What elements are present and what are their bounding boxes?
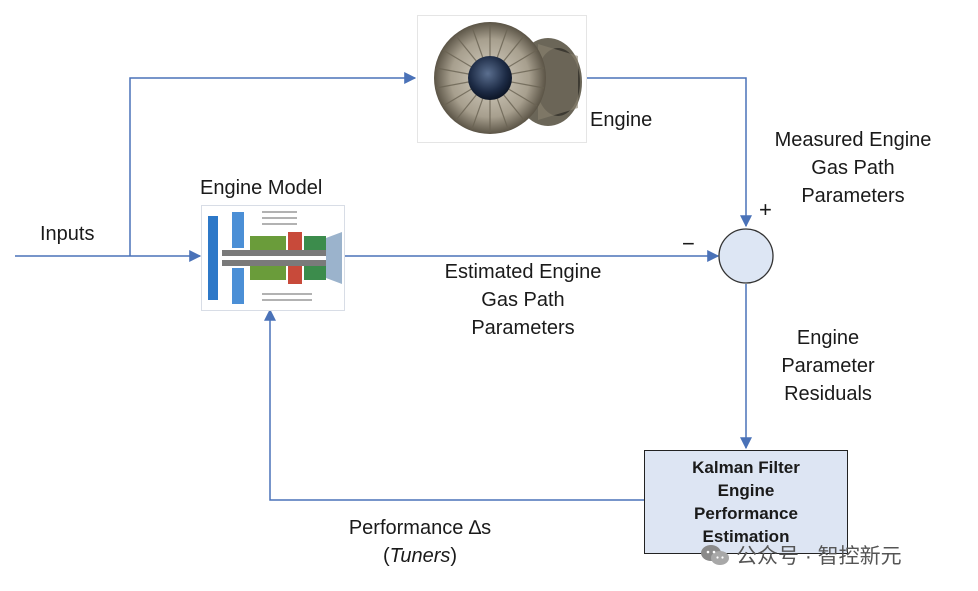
kalman-line-4: Estimation — [702, 527, 790, 546]
estimated-line-2: Gas Path — [481, 289, 565, 311]
kalman-line-2: Engine — [717, 481, 775, 500]
plus-sign: + — [759, 197, 772, 222]
tuners-label: Tuners — [389, 545, 451, 567]
kalman-to-model-arrow — [264, 308, 644, 501]
measured-line-2: Gas Path — [811, 157, 895, 179]
inputs-to-engine-arrow — [129, 72, 417, 256]
residuals-line-1: Engine — [796, 327, 860, 349]
performance-label: Performance ∆s (Tuners) — [330, 514, 510, 570]
wechat-icon — [701, 545, 729, 565]
watermark-text: 公众号 · 智控新元 — [736, 545, 902, 568]
estimated-parameters-label: Estimated Engine Gas Path Parameters — [418, 258, 628, 342]
watermark: 公众号 · 智控新元 — [700, 540, 902, 570]
engine-model-image — [201, 205, 345, 311]
estimated-line-1: Estimated Engine — [444, 261, 602, 283]
performance-line-2: (Tuners) — [382, 545, 458, 567]
measured-parameters-label: Measured Engine Gas Path Parameters — [758, 126, 948, 210]
minus-sign: − — [682, 231, 695, 256]
summing-junction — [718, 228, 774, 284]
performance-line-1: Performance ∆s — [348, 517, 492, 539]
residuals-line-2: Parameter — [781, 355, 875, 377]
engine-image — [417, 15, 587, 143]
inputs-label: Inputs — [40, 223, 95, 245]
residuals-label: Engine Parameter Residuals — [758, 324, 898, 408]
measured-line-3: Parameters — [801, 185, 905, 207]
kalman-line-1: Kalman Filter — [692, 458, 800, 477]
measured-line-1: Measured Engine — [774, 129, 932, 151]
engine-model-label: Engine Model — [200, 177, 323, 199]
engine-to-junction-arrow — [586, 77, 752, 228]
residuals-line-3: Residuals — [784, 383, 872, 405]
engine-schematic-icon — [202, 206, 344, 310]
kalman-filter-box: Kalman Filter Engine Performance Estimat… — [644, 450, 848, 554]
engine-label: Engine — [590, 109, 653, 131]
kalman-line-3: Performance — [694, 504, 798, 523]
estimated-line-3: Parameters — [471, 317, 575, 339]
turbofan-icon — [434, 22, 582, 134]
